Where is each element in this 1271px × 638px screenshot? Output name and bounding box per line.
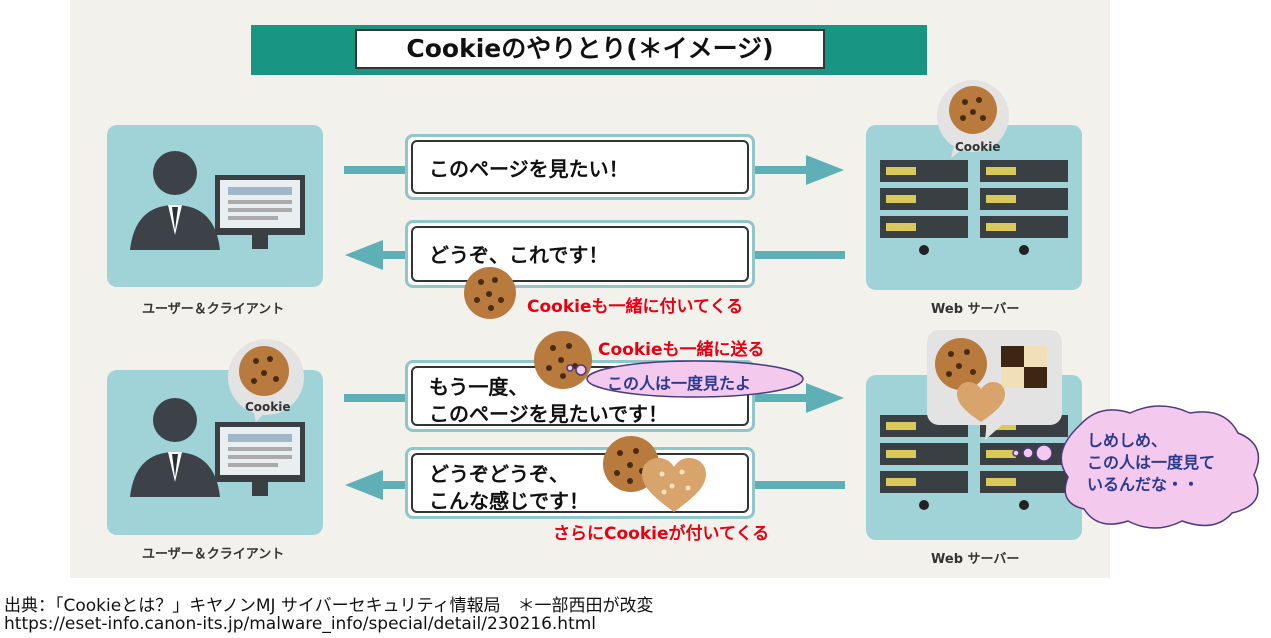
client-caption: ユーザー＆クライアント	[142, 302, 285, 317]
server-caption: Web サーバー	[931, 302, 1020, 317]
response-message-box: どうぞ、これです！	[405, 220, 755, 288]
response-message-text: どうぞどうぞ、 こんな感じです！	[411, 453, 749, 513]
cookie-speech-bubble	[228, 339, 304, 422]
diagram-title: Cookieのやりとり(＊イメージ)	[355, 29, 825, 69]
source-url: https://eset-info.canon-its.jp/malware_i…	[4, 614, 597, 634]
response-message-text: どうぞ、これです！	[411, 226, 749, 282]
request-message-text: このページを見たい！	[411, 140, 749, 194]
server-caption: Web サーバー	[931, 552, 1020, 567]
server-thought-text: しめしめ、 この人は一度見て いるんだな・・	[1087, 431, 1216, 494]
annotation-more-cookies: さらにCookieが付いてくる	[553, 524, 770, 544]
cookie-speech-bubble	[937, 80, 1009, 158]
server-thought-bubble	[1012, 405, 1260, 529]
cookie-bubble-label: Cookie	[955, 140, 1001, 154]
user-computer-icon	[130, 151, 305, 250]
request-message-box: このページを見たい！	[405, 134, 755, 200]
thought-bubble-text: この人は一度見たよ	[607, 374, 752, 393]
annotation-cookie-sent: Cookieも一緒に送る	[598, 340, 765, 360]
source-citation: 出典：「Cookieとは？」キヤノンMJ サイバーセキュリティ情報局 ＊一部西田…	[4, 596, 654, 616]
thought-bubble	[566, 360, 804, 398]
cookie-icon	[464, 267, 516, 319]
cookie-bubble-label: Cookie	[245, 400, 291, 414]
request-message-text: もう一度、 このページを見たいです！	[411, 366, 749, 426]
client-caption: ユーザー＆クライアント	[142, 547, 285, 562]
heart-cookie-icon	[642, 458, 706, 512]
user-computer-icon	[130, 398, 305, 497]
annotation-cookie-with-response: Cookieも一緒に付いてくる	[527, 297, 744, 317]
cookie-collection-bubble	[927, 330, 1062, 440]
server-rack-icon	[880, 160, 1068, 255]
